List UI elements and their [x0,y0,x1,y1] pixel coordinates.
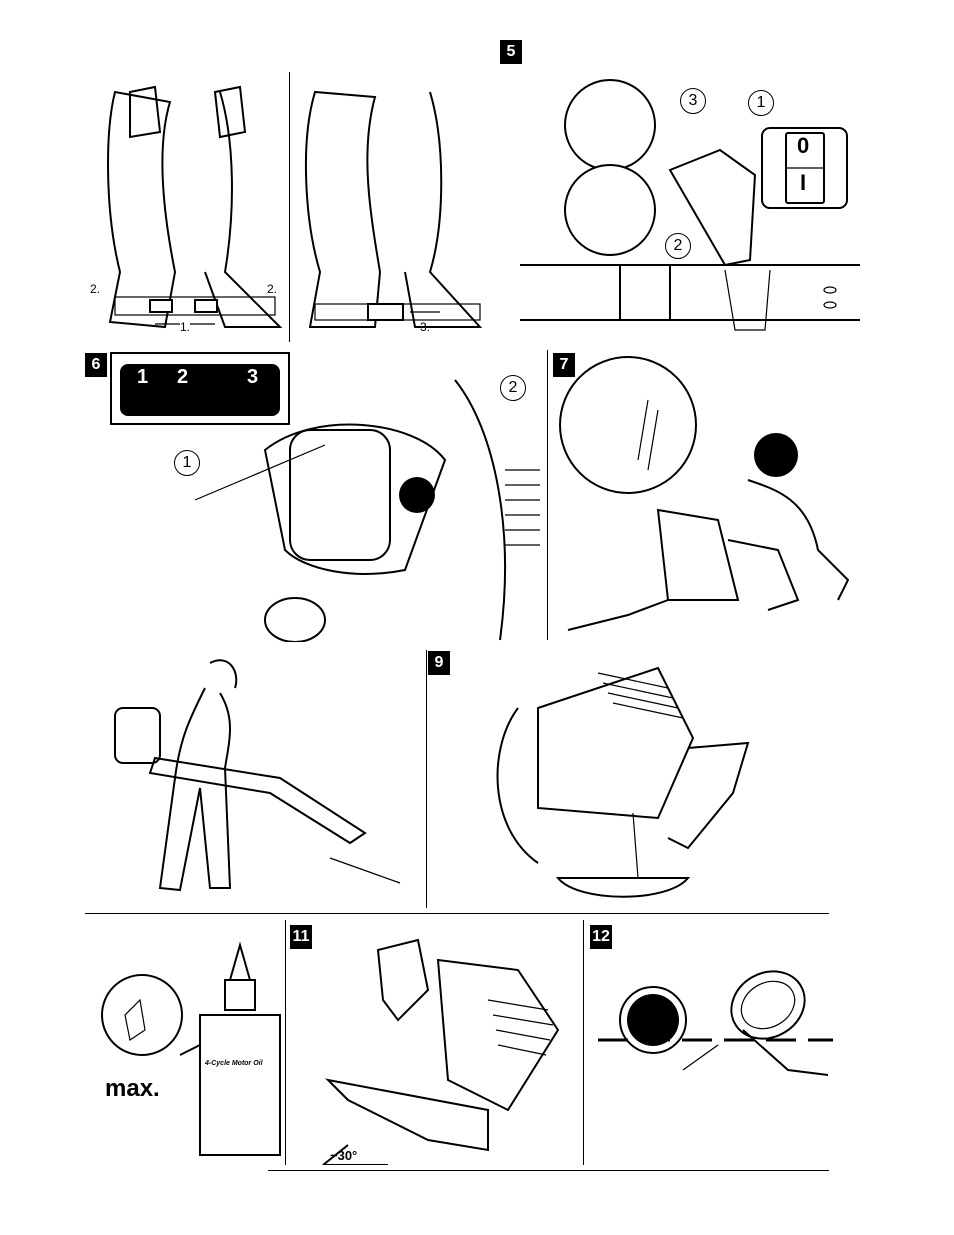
divider-8-9 [426,650,427,908]
tilted-engine-drawing [288,920,578,1165]
harness-drawing [85,72,505,342]
callout-1: 1 [748,90,774,116]
switch-on-label: I [800,170,806,196]
oil-level-drawing [588,920,833,1165]
figure-6: 6 1 2 3 1 2 [85,350,545,642]
divider-row4 [85,913,829,914]
kneeling-operator-drawing [548,350,868,642]
angle-label: ~30° [330,1148,357,1163]
bottle-label: 4-Cycle Motor Oil [205,1060,263,1067]
callout-1: 1 [174,450,200,476]
figure-11: 11 ~30° [288,920,578,1165]
figure-10: 4-Cycle Motor Oil max. [100,935,285,1160]
callout-2: 2 [500,375,526,401]
oil-drain-drawing [428,648,788,908]
callout-2: 2 [665,233,691,259]
operator-blowing-drawing [100,648,425,908]
divider-11-12 [583,920,584,1165]
divider-10-11 [285,920,286,1165]
figure-7: 7 [548,350,868,642]
harness-step-2-left: 2. [90,282,100,296]
harness-step-2-right: 2. [267,282,277,296]
switch-off-label: 0 [797,133,809,159]
max-label: max. [105,1075,160,1103]
oil-bottle-drawing [100,935,285,1160]
harness-figure: 2. 1. 2. 3. [85,72,505,342]
divider-bottom [268,1170,829,1171]
figure-8 [100,648,425,908]
engine-drawing [85,350,545,642]
harness-step-1: 1. [180,320,190,334]
callout-3: 3 [680,88,706,114]
figure-9: 9 [428,648,788,908]
figure-12: 12 [588,920,833,1165]
figure-5: 5 3 1 2 0 I [500,40,860,340]
harness-step-3: 3. [420,320,430,334]
